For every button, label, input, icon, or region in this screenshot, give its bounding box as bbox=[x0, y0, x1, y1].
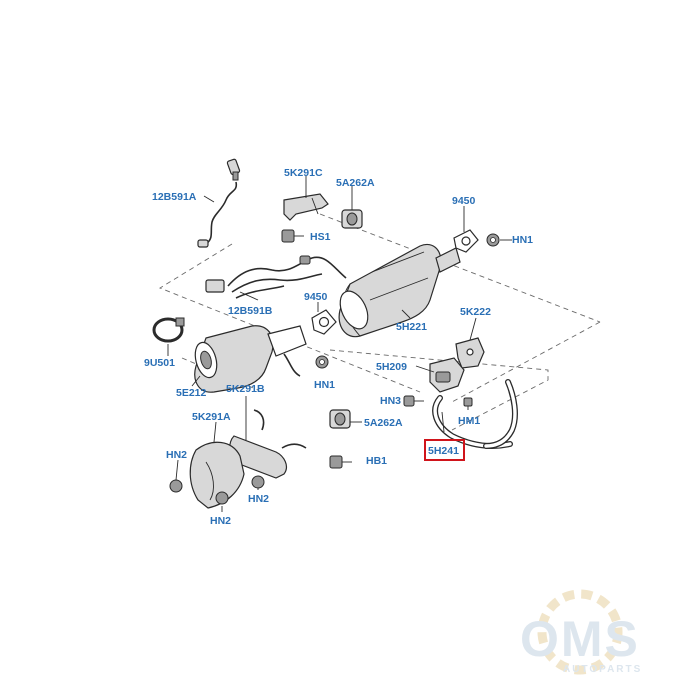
label-5k291b[interactable]: 5K291B bbox=[226, 383, 265, 395]
part-hs1-bolt[interactable] bbox=[281, 229, 304, 243]
label-12b591a[interactable]: 12B591A bbox=[152, 191, 197, 203]
part-5a262a-insulator-top[interactable] bbox=[341, 209, 363, 229]
part-9u501-clamp[interactable] bbox=[152, 317, 185, 343]
label-5k291a[interactable]: 5K291A bbox=[192, 411, 231, 423]
label-9u501[interactable]: 9U501 bbox=[144, 357, 175, 369]
label-5h209[interactable]: 5H209 bbox=[376, 361, 407, 373]
label-hn1-mid[interactable]: HN1 bbox=[314, 379, 335, 391]
part-5h241-hoses[interactable] bbox=[432, 379, 518, 449]
watermark-gear-icon bbox=[537, 589, 623, 675]
assembly-outline bbox=[158, 213, 601, 431]
part-9450-gasket-mid[interactable] bbox=[311, 309, 337, 335]
part-hn2-nut-mid[interactable] bbox=[251, 475, 265, 489]
label-hm1[interactable]: HM1 bbox=[458, 415, 480, 427]
part-5k291c-bracket[interactable] bbox=[283, 193, 329, 221]
label-hn2-mid[interactable]: HN2 bbox=[248, 493, 269, 505]
part-hn1-nut-mid[interactable] bbox=[315, 355, 329, 369]
part-12b591b-harness[interactable] bbox=[205, 255, 347, 299]
label-5e212[interactable]: 5E212 bbox=[176, 387, 207, 399]
watermark-sub: AUTOPARTS bbox=[563, 664, 642, 675]
label-5h221[interactable]: 5H221 bbox=[396, 321, 427, 333]
label-9450-right[interactable]: 9450 bbox=[452, 195, 476, 207]
part-5k222-bracket[interactable] bbox=[455, 337, 485, 369]
part-5k291a-heat-shield[interactable] bbox=[189, 441, 245, 509]
label-5k222[interactable]: 5K222 bbox=[460, 306, 491, 318]
label-hb1[interactable]: HB1 bbox=[366, 455, 387, 467]
part-hb1-bolt[interactable] bbox=[329, 455, 352, 469]
part-9450-gasket-right[interactable] bbox=[453, 229, 479, 253]
highlight-box-5h241 bbox=[424, 439, 465, 461]
part-hm1-fastener[interactable] bbox=[463, 397, 473, 407]
part-hn1-nut-right[interactable] bbox=[486, 233, 500, 247]
watermark-brand: OMS bbox=[520, 611, 640, 667]
watermark: OMS AUTOPARTS bbox=[520, 589, 642, 675]
part-hn2-nut-left[interactable] bbox=[169, 479, 183, 493]
label-5k291c[interactable]: 5K291C bbox=[284, 167, 323, 179]
part-labels: 12B591A 5K291C 5A262A HS1 9450 HN1 12B59… bbox=[144, 167, 533, 527]
label-5a262a-top[interactable]: 5A262A bbox=[336, 177, 375, 189]
part-hn3-bolt[interactable] bbox=[403, 395, 424, 407]
label-hs1[interactable]: HS1 bbox=[310, 231, 331, 243]
part-5a262a-insulator-bottom[interactable] bbox=[329, 409, 351, 429]
leader-lines bbox=[167, 176, 512, 512]
part-5e212-catalytic-converter[interactable] bbox=[192, 325, 307, 393]
label-hn2-bottom[interactable]: HN2 bbox=[210, 515, 231, 527]
label-hn1-right[interactable]: HN1 bbox=[512, 234, 533, 246]
label-hn3[interactable]: HN3 bbox=[380, 395, 401, 407]
label-12b591b[interactable]: 12B591B bbox=[228, 305, 273, 317]
part-12b591a-sensor[interactable] bbox=[197, 158, 241, 248]
label-9450-mid[interactable]: 9450 bbox=[304, 291, 328, 303]
part-5h221-particulate-filter[interactable] bbox=[335, 243, 461, 338]
label-5a262a-bottom[interactable]: 5A262A bbox=[364, 417, 403, 429]
label-hn2-left[interactable]: HN2 bbox=[166, 449, 187, 461]
part-5h209-pressure-sensor[interactable] bbox=[429, 357, 465, 393]
label-5h241[interactable]: 5H241 bbox=[428, 445, 459, 457]
part-hn2-nut-bottom[interactable] bbox=[215, 491, 229, 505]
